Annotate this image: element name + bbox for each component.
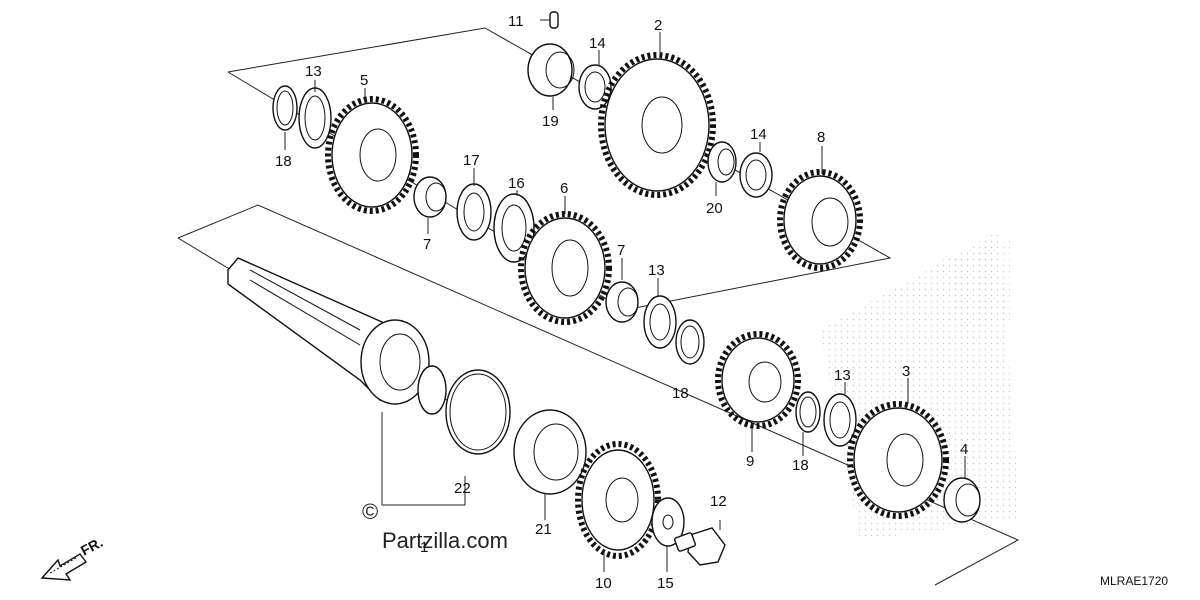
washer-14-lower[interactable] (739, 152, 773, 198)
callout-12[interactable]: 12 (710, 493, 727, 510)
callout-5[interactable]: 5 (360, 72, 368, 89)
callout-10[interactable]: 10 (595, 575, 612, 592)
gear-2[interactable] (598, 52, 716, 198)
leader-lines (284, 19, 966, 572)
callout-14a[interactable]: 14 (589, 35, 606, 52)
callout-17[interactable]: 17 (463, 152, 480, 169)
watermark: © Partzilla.com (362, 499, 508, 553)
callout-numbers: 1 2 3 4 5 6 7 7 8 9 10 11 12 13 13 13 14… (275, 13, 968, 592)
bushing-7-lower[interactable] (605, 281, 639, 323)
spline-washer-16[interactable] (493, 193, 535, 263)
gear-8[interactable] (777, 169, 863, 271)
callout-2[interactable]: 2 (654, 17, 662, 34)
needle-bearing-20[interactable] (707, 141, 737, 183)
callout-8[interactable]: 8 (817, 129, 825, 146)
drive-sprocket-10[interactable] (575, 441, 661, 559)
callout-18c[interactable]: 18 (792, 457, 809, 474)
gear-5[interactable] (325, 96, 419, 214)
gear-3[interactable] (847, 401, 949, 519)
callout-13a[interactable]: 13 (305, 63, 322, 80)
callout-20[interactable]: 20 (706, 200, 723, 217)
callout-6[interactable]: 6 (560, 180, 568, 197)
washer-15[interactable] (651, 497, 685, 547)
callout-16[interactable]: 16 (508, 175, 525, 192)
callout-14b[interactable]: 14 (750, 126, 767, 143)
bolt-12[interactable] (674, 527, 726, 566)
callout-18b[interactable]: 18 (672, 385, 689, 402)
callout-9[interactable]: 9 (746, 453, 754, 470)
callout-15[interactable]: 15 (657, 575, 674, 592)
lock-washer-17[interactable] (456, 183, 492, 241)
pin-11[interactable] (549, 11, 559, 29)
washer-13-upper[interactable] (298, 87, 332, 149)
washer-13-middle[interactable] (643, 295, 677, 349)
callout-21[interactable]: 21 (535, 521, 552, 538)
needle-bearing-19[interactable] (527, 43, 575, 97)
mainshaft-1[interactable] (227, 257, 447, 415)
callout-7a[interactable]: 7 (423, 236, 431, 253)
bushing-7-upper[interactable] (413, 176, 447, 218)
oring-22[interactable] (445, 369, 511, 455)
gear-6[interactable] (518, 211, 612, 325)
assembly-frame-upper (227, 27, 892, 311)
gear-9[interactable] (715, 331, 801, 429)
callout-3[interactable]: 3 (902, 363, 910, 380)
callout-18a[interactable]: 18 (275, 153, 292, 170)
callout-13b[interactable]: 13 (648, 262, 665, 279)
direction-label: FR. (78, 534, 105, 559)
callout-11[interactable]: 11 (508, 13, 524, 30)
callout-7b[interactable]: 7 (617, 242, 625, 259)
callout-1[interactable]: 1 (420, 539, 428, 556)
callout-22[interactable]: 22 (454, 480, 471, 497)
callout-19[interactable]: 19 (542, 113, 559, 130)
circlip-18-lower[interactable] (795, 391, 821, 433)
diagram-code: MLRAE1720 (1100, 574, 1168, 588)
watermark-symbol: © (362, 499, 378, 524)
washer-14-upper[interactable] (578, 64, 612, 110)
callout-13c[interactable]: 13 (834, 367, 851, 384)
callout-4[interactable]: 4 (960, 441, 968, 458)
arrow-left-down-icon (40, 553, 88, 581)
circlip-18-middle[interactable] (675, 319, 705, 365)
watermark-text: Partzilla.com (382, 528, 508, 553)
washer-13-lower[interactable] (823, 393, 857, 447)
circlip-18-upper[interactable] (272, 85, 298, 131)
bushing-4[interactable] (943, 477, 981, 523)
oil-seal-21[interactable] (513, 409, 587, 495)
